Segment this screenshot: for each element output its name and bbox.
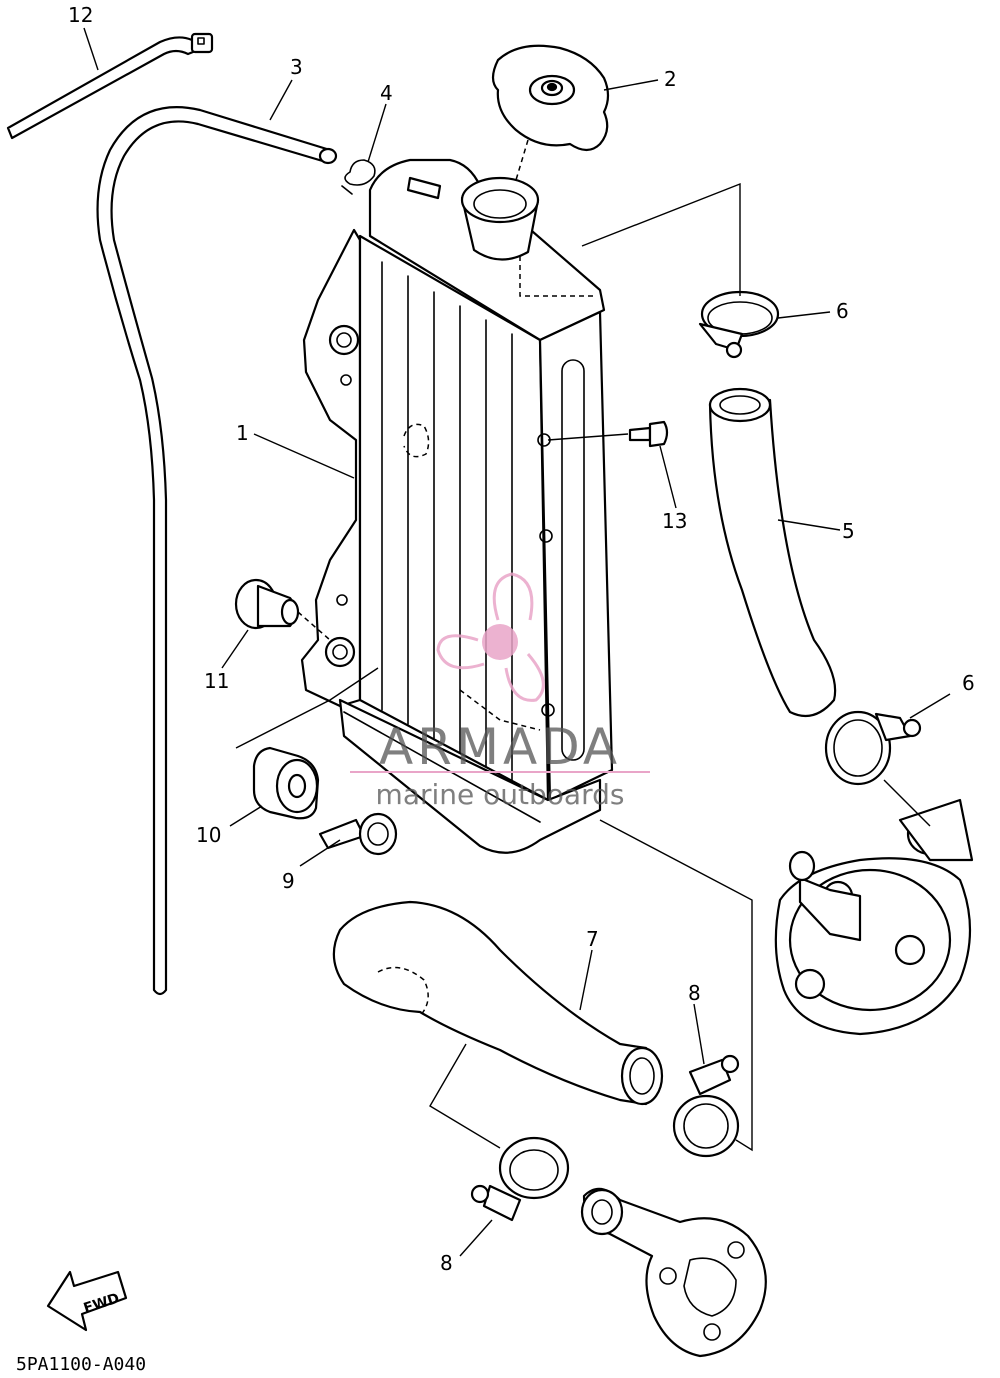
- fwd-arrow-icon: FWD: [46, 1270, 128, 1332]
- propeller-logo-icon: [436, 572, 545, 702]
- diagram-reference-code: 5PA1100-A040: [16, 1354, 146, 1375]
- callout-11: 11: [204, 669, 229, 693]
- water-pump-outlet: [580, 1187, 767, 1358]
- callout-7: 7: [586, 927, 599, 951]
- water-pump-cover: [774, 798, 974, 1036]
- callout-6-upper: 6: [836, 299, 849, 323]
- callout-8-left: 8: [440, 1251, 453, 1275]
- callout-9: 9: [282, 869, 295, 893]
- armada-watermark: ARMADA marine outboards: [350, 572, 650, 811]
- part-2-radiator-cap: [491, 44, 610, 201]
- callout-3: 3: [290, 55, 303, 79]
- callouts: 12 3 4 2 1 6 13 5 6 11 10 9 7 8 8: [68, 3, 975, 1275]
- part-6-hose-clamp-upper: [698, 290, 780, 359]
- callout-12: 12: [68, 3, 93, 27]
- callout-4: 4: [380, 81, 393, 105]
- assembly-lines: [235, 182, 931, 1152]
- callout-13: 13: [662, 509, 687, 533]
- callout-leaders: [83, 27, 951, 1257]
- part-12-strap: [6, 32, 214, 140]
- part-11-grommet: [234, 578, 331, 641]
- part-6-hose-clamp-lower: [824, 710, 922, 786]
- callout-10: 10: [196, 823, 221, 847]
- part-9-bolt: [318, 812, 398, 856]
- part-8-hose-clamp-right: [672, 1054, 740, 1158]
- part-10-damper: [252, 746, 320, 820]
- part-3-breather-hose: [96, 106, 338, 996]
- part-1-radiator: [300, 158, 614, 854]
- callout-5: 5: [842, 519, 855, 543]
- part-7-lower-hose: [332, 900, 664, 1106]
- part-5-upper-hose: [708, 387, 837, 718]
- callout-6-lower: 6: [962, 671, 975, 695]
- part-13-bolt: [547, 420, 669, 448]
- callout-2: 2: [664, 67, 677, 91]
- watermark-brand: ARMADA: [379, 718, 621, 776]
- callout-8-right: 8: [688, 981, 701, 1005]
- callout-1: 1: [236, 421, 249, 445]
- part-8-hose-clamp-left: [470, 1136, 570, 1222]
- part-4-hose-clip: [341, 159, 376, 195]
- watermark-tagline: marine outboards: [376, 778, 625, 811]
